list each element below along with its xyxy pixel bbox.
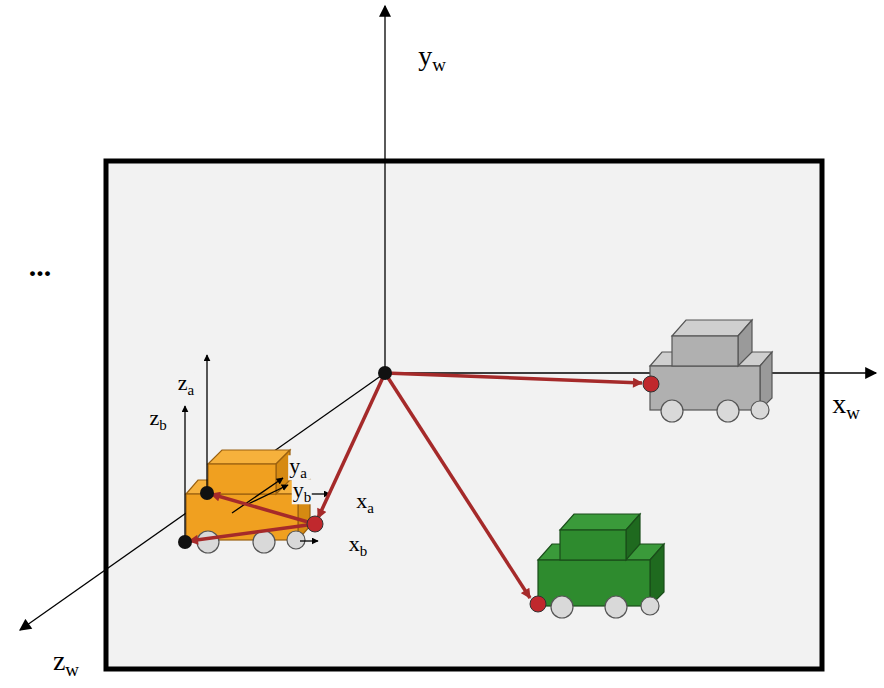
ellipsis-mark: ... (28, 251, 53, 281)
ground-frame (106, 161, 822, 669)
axis-label: yw (417, 42, 447, 74)
axis-label: xb (348, 533, 368, 558)
frame-origins (178, 366, 659, 612)
axis-label: yb (292, 479, 312, 504)
car-frame-axes (185, 355, 330, 542)
axis-label: zb (148, 407, 167, 432)
axis-label: xa (355, 490, 375, 515)
axis-label: zw (52, 647, 80, 679)
world-axes (20, 6, 876, 630)
axis-label: xw (831, 390, 861, 422)
position-vectors (189, 373, 642, 598)
gray-car (650, 320, 772, 422)
axis-label: za (177, 372, 195, 397)
axis-label: ya (288, 455, 308, 480)
green-car (538, 514, 664, 618)
